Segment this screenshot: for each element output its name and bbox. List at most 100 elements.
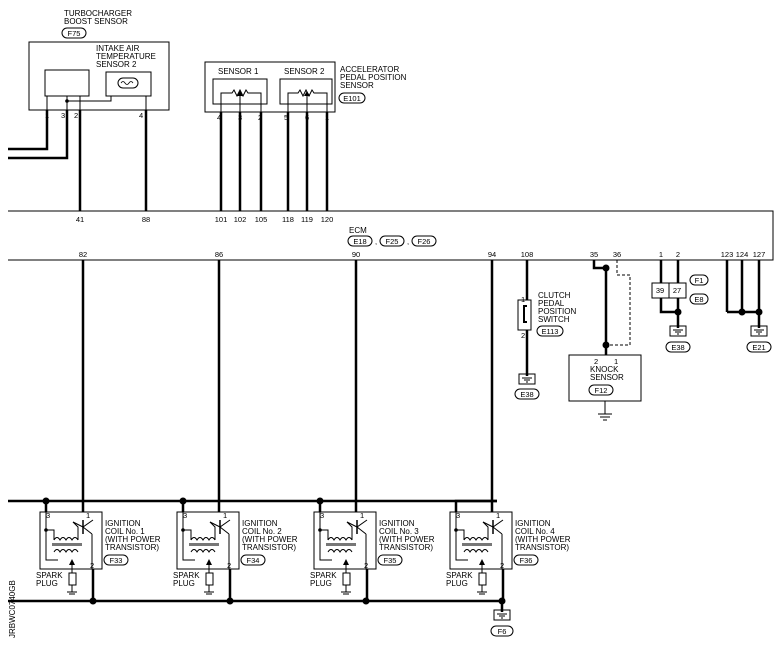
- ecm-conn-e18-oval: [347, 235, 373, 247]
- coil-pin-1: 1: [360, 511, 364, 520]
- coil-title-2: COIL No. 1: [105, 527, 145, 536]
- turbo-sensor-box: [28, 41, 170, 111]
- coil-connector-oval: [240, 554, 266, 566]
- clutch-pin-2: 2: [521, 331, 525, 340]
- app-connector: E101: [343, 94, 361, 103]
- coil-connector: F35: [384, 556, 397, 565]
- ecm-outline: [8, 210, 774, 261]
- app-sensor2-box: [279, 78, 333, 105]
- clutch-title-3: POSITION: [538, 307, 576, 316]
- coil-title-4: TRANSISTOR): [242, 543, 296, 552]
- transistor-emitter: [492, 526, 503, 535]
- coil-title-3: (WITH POWER: [242, 535, 298, 544]
- clutch-title-4: SWITCH: [538, 315, 570, 324]
- junction-pin-27: 27: [673, 286, 681, 295]
- iat-title-1: INTAKE AIR: [96, 44, 140, 53]
- coil-connector-oval: [377, 554, 403, 566]
- coil-core-icon: [189, 543, 219, 546]
- ecm-terminal-35: 35: [590, 250, 598, 259]
- knock-pin-1: 1: [614, 357, 618, 366]
- ecm-terminal-123: 123: [721, 250, 734, 259]
- ecm-terminal-36: 36: [613, 250, 621, 259]
- ecm-conn-f26: F26: [418, 237, 431, 246]
- ecm-conn-sep-2: ,: [407, 237, 409, 246]
- turbo-connector: F75: [68, 29, 81, 38]
- coil-title-3: (WITH POWER: [379, 535, 435, 544]
- e21-oval: [746, 341, 772, 353]
- clutch-pedal-position-switch: 1 2 E38 CLUTCH PEDAL POSITION SWITCH E11…: [514, 260, 576, 400]
- coil-core-icon: [52, 543, 82, 546]
- spark-plug-icon: [205, 572, 214, 586]
- coil-core-icon: [326, 543, 356, 546]
- iat-sensor-box: [105, 71, 152, 97]
- app-sensor1-label: SENSOR 1: [218, 67, 259, 76]
- ecm-title: ECM: [349, 226, 367, 235]
- spark-plug-icon: [478, 572, 487, 586]
- spark-plug-label-2: PLUG: [446, 579, 468, 588]
- ecm-terminal-124: 124: [736, 250, 749, 259]
- turbocharger-boost-sensor: TURBOCHARGER BOOST SENSOR F75 INTAKE AIR…: [8, 9, 170, 211]
- ecm-terminal-118: 118: [282, 215, 294, 224]
- diode-arrow-icon: [479, 559, 485, 565]
- coil-title-2: COIL No. 3: [379, 527, 419, 536]
- diode-arrow-icon: [343, 559, 349, 565]
- ecm-terminal-1: 1: [659, 250, 663, 259]
- app-sensor2-wiper-arrow-icon: [304, 91, 310, 96]
- junction-e8: E8: [694, 295, 703, 304]
- spark-plug-label-2: PLUG: [310, 579, 332, 588]
- thermistor-wave-icon: [120, 81, 134, 85]
- ignition-signal-wires: [81, 260, 494, 512]
- knock-splice-top: [602, 264, 610, 272]
- accelerator-pedal-position-sensor: SENSOR 1 SENSOR 2 ACCELERATOR PEDAL POSI…: [204, 61, 407, 211]
- junction-ground-conn: E38: [671, 343, 684, 352]
- coil-title-2: COIL No. 4: [515, 527, 555, 536]
- e21-conn: E21: [752, 343, 765, 352]
- ecm-terminal-127: 127: [753, 250, 766, 259]
- ecm-terminal-108: 108: [521, 250, 534, 259]
- coil-pin-1: 1: [496, 511, 500, 520]
- f6-oval: [490, 625, 514, 637]
- ecm-terminal-41: 41: [76, 215, 84, 224]
- turbo-wire-1: [8, 110, 49, 151]
- ecm-conn-f25-oval: [379, 235, 405, 247]
- primary-winding-icon: [463, 537, 489, 541]
- secondary-winding-icon: [327, 549, 353, 553]
- ecm-conn-e18: E18: [353, 237, 366, 246]
- spark-plug-label-1: SPARK: [310, 571, 337, 580]
- clutch-title-2: PEDAL: [538, 299, 565, 308]
- junction-pin-39: 39: [656, 286, 664, 295]
- diagram-code: JRBWC0740GB: [8, 580, 17, 638]
- clutch-ground-conn: E38: [520, 390, 533, 399]
- knock-title-2: SENSOR: [590, 373, 624, 382]
- ecm-ground-junction: 39 27 F1 E8 E38: [651, 260, 709, 353]
- coil-title-1: IGNITION: [379, 519, 415, 528]
- coil-internal-wire: [45, 512, 55, 540]
- clutch-ground-conn-oval: [514, 388, 540, 400]
- clutch-switch-box: [517, 299, 532, 331]
- primary-to-transistor: [346, 521, 353, 540]
- ecm-conn-sep-1: ,: [375, 237, 377, 246]
- knock-body-ground-icon: [598, 401, 612, 421]
- primary-to-transistor: [209, 521, 216, 540]
- thermistor-icon: [117, 77, 139, 89]
- coil-title-2: COIL No. 2: [242, 527, 282, 536]
- coil-title-1: IGNITION: [105, 519, 141, 528]
- app-title-1: ACCELERATOR: [340, 65, 399, 74]
- app-title-3: SENSOR: [340, 81, 374, 90]
- ecm-terminal-120: 120: [321, 215, 334, 224]
- primary-winding-icon: [190, 537, 216, 541]
- app-connector-oval: [338, 92, 366, 104]
- junction-ground-icon: [669, 325, 687, 337]
- coil-pin-3: 3: [183, 511, 187, 520]
- clutch-title-1: CLUTCH: [538, 291, 571, 300]
- app-sensor-box: [204, 61, 336, 113]
- clutch-conn-oval: [536, 325, 564, 337]
- ecm-terminal-102: 102: [234, 215, 247, 224]
- coil-connector-oval: [103, 554, 129, 566]
- coil-pin-3: 3: [456, 511, 460, 520]
- turbo-connector-oval: [61, 27, 87, 39]
- knock-title-1: KNOCK: [590, 365, 619, 374]
